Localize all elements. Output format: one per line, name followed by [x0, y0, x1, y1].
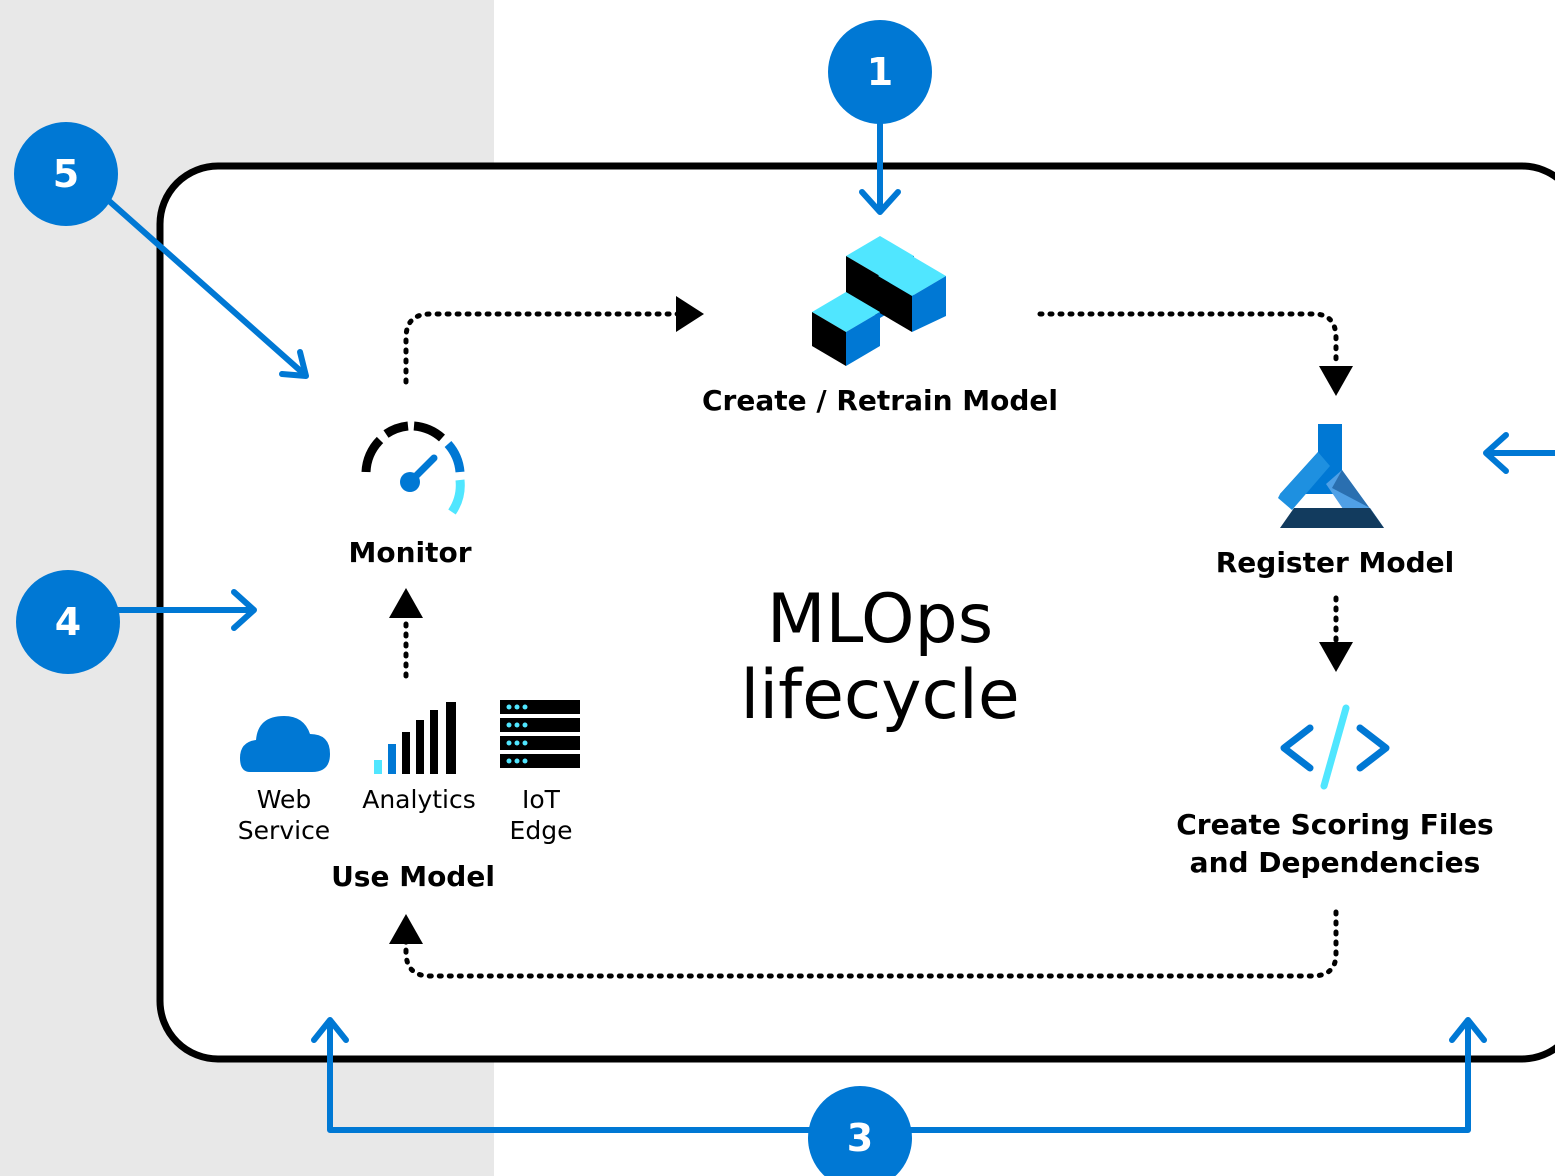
- flow-arrowheads: [389, 296, 1353, 944]
- flow-scoring-to-use: [403, 909, 1339, 979]
- callout-3-head-left: [311, 1017, 349, 1043]
- arrowhead-to-scoring: [1319, 642, 1353, 672]
- callout-2-head: [1483, 432, 1509, 474]
- code-icon: [1280, 704, 1390, 790]
- create-retrain-model-label: Create / Retrain Model: [702, 384, 1058, 417]
- badge-step-1: 1: [828, 20, 932, 124]
- cloud-icon: [240, 716, 330, 772]
- badge-step-5: 5: [14, 122, 118, 226]
- cubes-icon: [812, 236, 946, 366]
- monitor-label: Monitor: [348, 536, 472, 569]
- register-model-label: Register Model: [1215, 546, 1455, 579]
- analytics-label: Analytics: [362, 785, 476, 814]
- flow-create-to-register: [1037, 311, 1339, 367]
- signal-bars-icon: [374, 702, 456, 774]
- diagram-title-line2: lifecycle: [740, 656, 1020, 735]
- badge-step-4: 4: [16, 570, 120, 674]
- flow-lines: [403, 311, 1339, 979]
- web-service-label: Web Service: [237, 785, 331, 845]
- scoring-files-label: Create Scoring Files and Dependencies: [1150, 806, 1520, 882]
- callout-4-head: [231, 589, 257, 631]
- use-model-label: Use Model: [331, 860, 495, 893]
- diagram-title: MLOps lifecycle: [640, 582, 1120, 734]
- scoring-files-line2: and Dependencies: [1189, 846, 1481, 879]
- arrowhead-to-register: [1319, 366, 1353, 396]
- ml-flask-icon: [1278, 424, 1384, 528]
- callout-1-head: [859, 189, 901, 215]
- iot-edge-label: IoT Edge: [509, 785, 573, 845]
- arrowhead-to-use-model: [389, 914, 423, 944]
- callout-5-head: [279, 349, 309, 379]
- scoring-files-line1: Create Scoring Files: [1176, 808, 1494, 841]
- callout-3-head-right: [1449, 1017, 1487, 1043]
- arrowhead-to-create: [676, 296, 704, 332]
- diagram-title-line1: MLOps: [766, 580, 994, 659]
- badge-step-3: 3: [808, 1086, 912, 1176]
- gauge-icon: [361, 421, 465, 515]
- server-rack-icon: [500, 700, 580, 768]
- callout-5-line: [105, 197, 307, 377]
- arrowhead-to-monitor: [389, 588, 423, 618]
- flow-monitor-to-create: [403, 311, 681, 385]
